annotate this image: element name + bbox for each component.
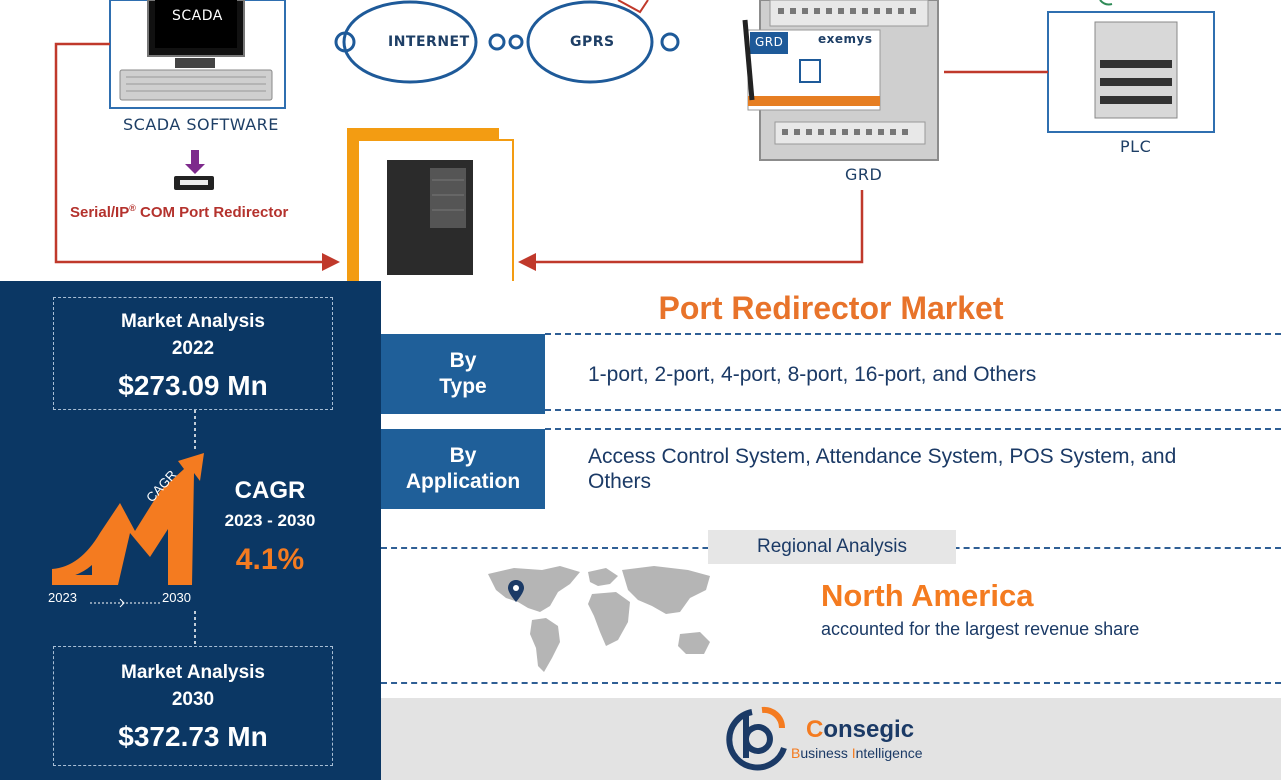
cagr-graphic: CAGR: [52, 410, 204, 646]
world-map-icon: [488, 566, 710, 672]
divider-footer: [381, 682, 1281, 684]
brand-tagline-i: I: [851, 745, 856, 761]
market-value-2022: $273.09 Mn: [118, 370, 268, 401]
market-analysis-2022-year: 2022: [171, 338, 215, 359]
grd-brand-label: exemys: [818, 32, 873, 46]
consegic-logo-icon: [726, 706, 787, 771]
grd-label: GRD: [845, 165, 883, 184]
year-start: 2023: [48, 590, 77, 605]
divider-application-top: [545, 428, 1281, 430]
market-value-2030: $372.73 Mn: [118, 721, 268, 752]
market-analysis-2022-title: Market Analysis: [121, 311, 265, 332]
grd-device-screen-label: GRD: [755, 35, 784, 49]
redirector-device-icon: [174, 150, 214, 190]
scada-screen-label: SCADA: [172, 8, 223, 24]
region-description: accounted for the largest revenue share: [821, 619, 1140, 639]
plc-icon: [1047, 0, 1215, 133]
internet-cloud-icon: [334, 0, 524, 84]
cagr-label: CAGR: [234, 477, 306, 504]
regional-analysis-badge: Regional Analysis: [708, 530, 956, 564]
brand-footer: Consegic Business Intelligence: [381, 698, 1281, 780]
brand-name-rest: onsegic: [823, 716, 915, 743]
segment-type-by: By: [449, 349, 477, 372]
brand-tagline-ntelligence: ntelligence: [855, 745, 923, 761]
grd-device-icon: [742, 0, 939, 161]
brand-tagline-b: B: [791, 745, 801, 761]
scada-monitor-icon: [109, 0, 286, 109]
page-title: Port Redirector Market: [658, 290, 1004, 326]
market-analysis-2022-box: Market Analysis 2022 $273.09 Mn: [53, 297, 333, 410]
location-pin-icon: [508, 580, 524, 602]
brand-name-initial: C: [806, 716, 824, 743]
segment-application-name: Application: [405, 470, 521, 493]
segment-by-type-label: By Type: [381, 334, 545, 414]
market-analysis-2030-box: Market Analysis 2030 $372.73 Mn: [53, 646, 333, 766]
brand-name: Consegic: [806, 716, 914, 744]
arrow-to-server-left: [322, 253, 340, 271]
redirector-label-rest: COM Port Redirector: [135, 204, 289, 221]
redirector-label: Serial/IP® COM Port Redirector: [70, 203, 288, 221]
diagram-graphics: [54, 0, 1215, 281]
segment-by-application-label: By Application: [381, 429, 545, 509]
arrow-to-server-right: [518, 253, 536, 271]
server-icon: [347, 128, 514, 281]
market-analysis-2030-title: Market Analysis: [121, 662, 265, 683]
cagr-value: 4.1%: [235, 543, 305, 576]
divider-type-top: [545, 333, 1281, 335]
leading-region: North America: [821, 578, 1034, 613]
cagr-period: 2023 - 2030: [224, 511, 316, 530]
registered-mark: ®: [129, 203, 136, 213]
market-analysis-2030-year: 2030: [171, 689, 215, 710]
connection-lines: [54, 42, 1048, 264]
network-diagram: SCADA SCADA SOFTWARE INTERNET GPRS Seria…: [0, 0, 1281, 281]
gprs-label: GPRS: [570, 34, 615, 50]
brand-tagline-usiness: usiness: [800, 745, 852, 761]
year-end: 2030: [162, 590, 191, 605]
plc-label: PLC: [1120, 137, 1152, 156]
market-stats-panel: Market Analysis 2022 $273.09 Mn CAGR CAG…: [0, 281, 381, 780]
divider-type-bottom: [545, 409, 1281, 411]
segment-by-application: By Application Access Control System, At…: [381, 429, 1281, 509]
internet-label: INTERNET: [388, 34, 470, 50]
segment-type-name: Type: [439, 375, 487, 398]
redirector-label-main: Serial/IP: [70, 204, 130, 221]
segment-by-type-values: 1-port, 2-port, 4-port, 8-port, 16-port,…: [588, 362, 1037, 386]
segment-by-application-values: Access Control System, Attendance System…: [588, 445, 1177, 493]
growth-arrow-icon: [52, 453, 204, 585]
gprs-cloud-icon: [526, 0, 680, 84]
segment-application-by: By: [449, 444, 477, 467]
segment-by-type: By Type 1-port, 2-port, 4-port, 8-port, …: [381, 334, 1281, 414]
scada-software-label: SCADA SOFTWARE: [123, 115, 279, 134]
brand-tagline: Business Intelligence: [791, 745, 923, 761]
